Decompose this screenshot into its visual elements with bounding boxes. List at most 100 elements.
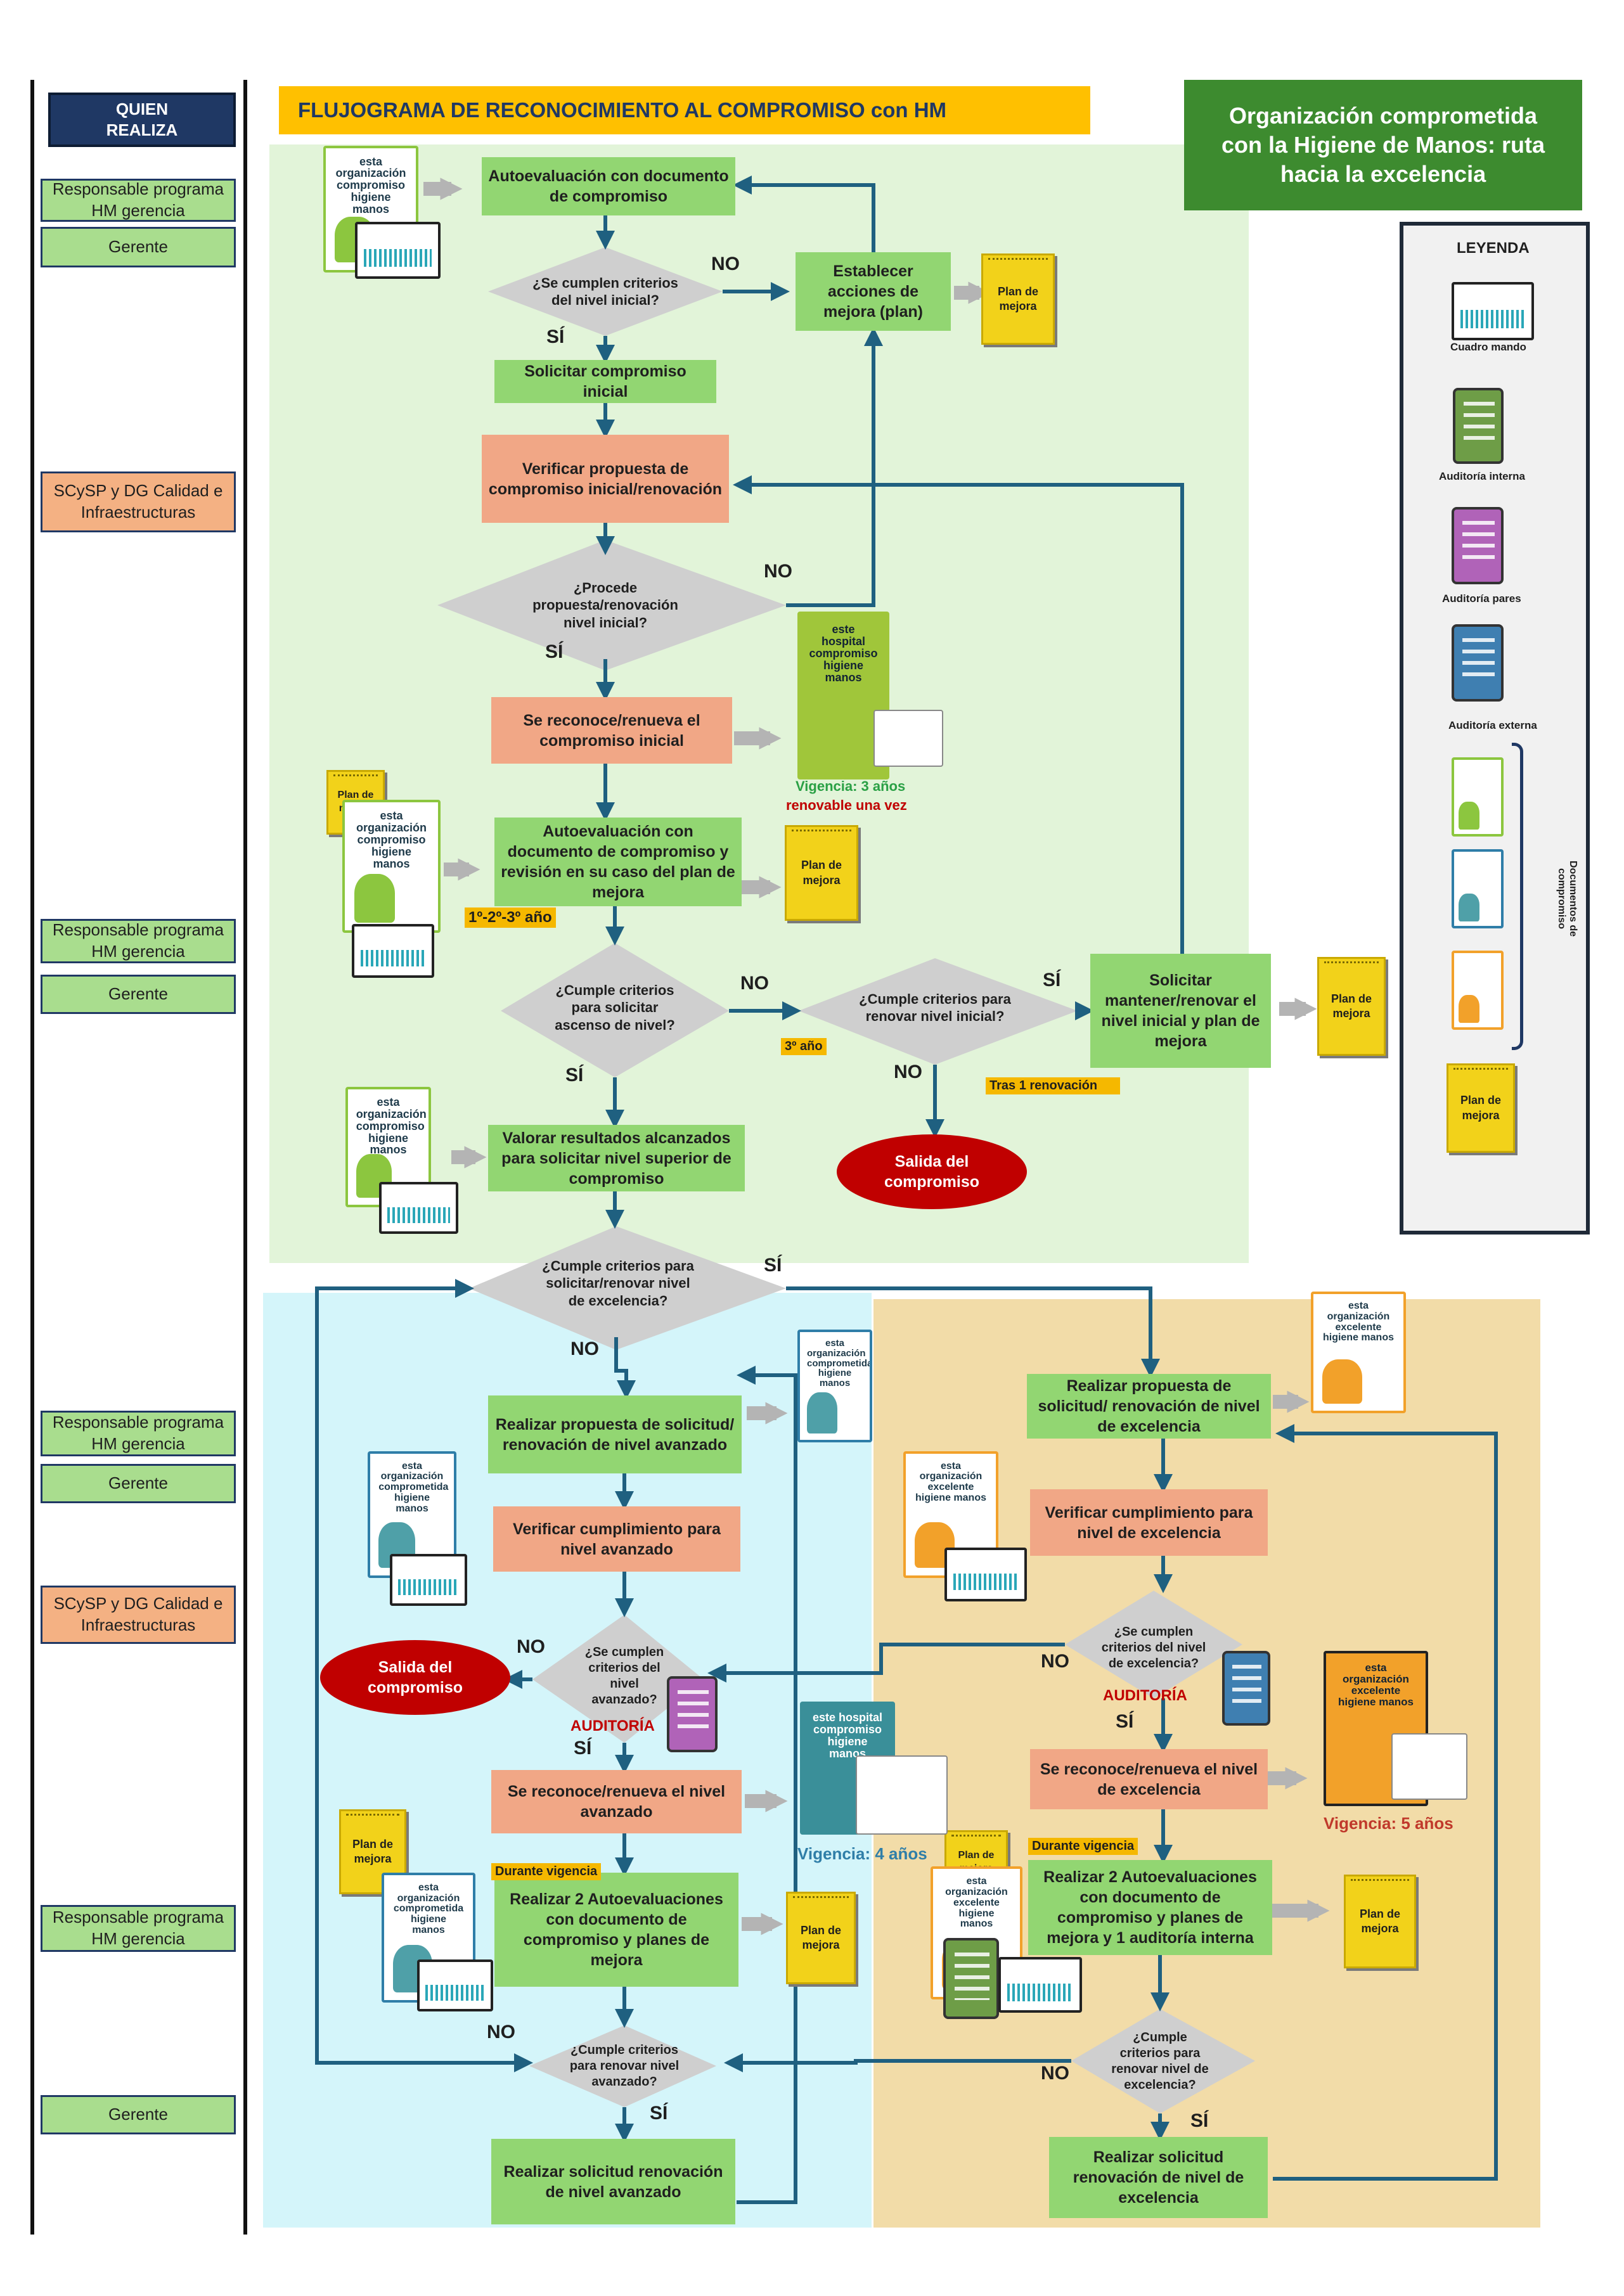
no-label: NO xyxy=(1041,2063,1069,2084)
step-advanced-self-assessments[interactable]: Realizar 2 Autoevaluaciones con document… xyxy=(494,1873,738,1987)
external-audit-icon xyxy=(1452,624,1504,702)
external-audit-icon xyxy=(1222,1651,1270,1726)
step-request-initial[interactable]: Solicitar compromiso inicial xyxy=(494,360,716,403)
improvement-plan-note: Plan de mejora xyxy=(339,1809,406,1894)
legend-external-audit: Auditoría externa xyxy=(1448,719,1537,731)
dashboard-icon xyxy=(998,1957,1082,2013)
role-responsible: Responsable programa HM gerencia xyxy=(41,1905,236,1952)
peer-audit-icon xyxy=(667,1676,718,1752)
commitment-document-icon: esta organización compromiso higiene man… xyxy=(342,800,441,933)
hand-icon xyxy=(1459,801,1479,830)
commitment-document-icon: esta organización excelente higiene mano… xyxy=(1324,1651,1428,1806)
dashboard-icon xyxy=(352,924,434,978)
exit-commitment[interactable]: Salida del compromiso xyxy=(837,1134,1027,1209)
step-excellence-proposal[interactable]: Realizar propuesta de solicitud/ renovac… xyxy=(1027,1374,1271,1439)
step-excellence-renewal[interactable]: Realizar solicitud renovación de nivel d… xyxy=(1049,2137,1268,2218)
role-responsible: Responsable programa HM gerencia xyxy=(41,1411,236,1456)
legend-dashboard: Cuadro mando xyxy=(1450,341,1526,353)
document-text: esta organización comprometida higiene m… xyxy=(807,1338,872,1389)
commitment-document-icon xyxy=(1452,757,1504,837)
validity-excellence: Vigencia: 5 años xyxy=(1324,1814,1453,1833)
dashboard-icon xyxy=(944,1548,1027,1601)
validity-advanced: Vigencia: 4 años xyxy=(797,1844,927,1863)
no-label: NO xyxy=(740,973,769,994)
step-renew-initial[interactable]: Solicitar mantener/renovar el nivel inic… xyxy=(1090,954,1271,1068)
step-recognize-initial[interactable]: Se reconoce/renueva el compromiso inicia… xyxy=(491,697,732,764)
hand-icon xyxy=(807,1392,838,1433)
validity-initial: Vigencia: 3 años xyxy=(796,778,906,794)
yes-label: SÍ xyxy=(565,1065,584,1086)
internal-audit-icon xyxy=(1453,388,1504,464)
step-advanced-renewal[interactable]: Realizar solicitud renovación de nivel a… xyxy=(491,2139,735,2224)
step-excellence-self-assessments[interactable]: Realizar 2 Autoevaluaciones con document… xyxy=(1028,1860,1272,1955)
no-label: NO xyxy=(1041,1651,1069,1672)
decision-initial-criteria[interactable]: ¿Se cumplen criterios del nivel inicial? xyxy=(532,274,678,309)
during-validity-tag: Durante vigencia xyxy=(491,1863,602,1880)
improvement-plan-note: Plan de mejora xyxy=(786,1892,856,1984)
initial-level-region xyxy=(269,144,1249,1263)
decision-initial-proposal[interactable]: ¿Procede propuesta/renovación nivel inic… xyxy=(532,579,678,631)
yes-label: SÍ xyxy=(546,326,565,347)
dashboard-icon xyxy=(417,1959,493,2011)
decision-diamond xyxy=(1071,2009,1255,2113)
yes-label: SÍ xyxy=(764,1255,782,1276)
dashboard-icon xyxy=(355,222,441,279)
hand-icon xyxy=(354,874,396,923)
grey-arrows xyxy=(423,177,1330,1935)
hand-icon xyxy=(1459,893,1479,921)
role-quality: SCySP y DG Calidad e Infraestructuras xyxy=(41,1586,236,1644)
step-advanced-proposal[interactable]: Realizar propuesta de solicitud/ renovac… xyxy=(488,1395,742,1473)
legend-commitment-docs: Documentos de compromiso xyxy=(1556,860,1578,937)
dashboard-icon xyxy=(390,1554,467,1606)
yes-label: SÍ xyxy=(545,641,564,662)
step-improvement-actions[interactable]: Establecer acciones de mejora (plan) xyxy=(796,252,951,331)
role-manager: Gerente xyxy=(41,975,236,1014)
decision-diamond xyxy=(529,2025,716,2107)
decision-diamond xyxy=(437,540,786,670)
legend-peer-audit: Auditoría pares xyxy=(1442,593,1521,605)
certificate-icon xyxy=(856,1755,948,1835)
left-bar-right xyxy=(243,80,247,2235)
role-manager: Gerente xyxy=(41,1464,236,1503)
document-text: esta organización excelente higiene mano… xyxy=(945,1876,1008,1930)
yes-label: SÍ xyxy=(1190,2110,1209,2131)
dashboard-icon xyxy=(1452,282,1534,340)
improvement-plan-note: Plan de mejora xyxy=(785,825,858,921)
internal-audit-icon xyxy=(943,1938,999,2019)
step-self-assessment[interactable]: Autoevaluación con documento de compromi… xyxy=(482,157,735,215)
step-recognize-excellence[interactable]: Se reconoce/renueva el nivel de excelenc… xyxy=(1030,1749,1268,1809)
step-verify-excellence[interactable]: Verificar cumplimiento para nivel de exc… xyxy=(1030,1489,1268,1556)
improvement-plan-note: Plan de mejora xyxy=(981,253,1055,345)
document-text: esta organización comprometida higiene m… xyxy=(393,1882,464,1935)
document-text: esta organización excelente higiene mano… xyxy=(1322,1300,1394,1344)
decision-promotion[interactable]: ¿Cumple criterios para solicitar ascenso… xyxy=(555,982,675,1033)
page-title: FLUJOGRAMA DE RECONOCIMIENTO AL COMPROMI… xyxy=(279,86,1090,134)
legend-title: LEYENDA xyxy=(1457,240,1530,257)
dashboard-icon xyxy=(379,1182,458,1234)
decision-excellence-criteria[interactable]: ¿Se cumplen criterios del nivel de excel… xyxy=(1101,1624,1206,1671)
step-verify-advanced[interactable]: Verificar cumplimiento para nivel avanza… xyxy=(493,1506,740,1572)
step-recognize-advanced[interactable]: Se reconoce/renueva el nivel avanzado xyxy=(491,1770,742,1833)
commitment-document-icon: este hospital compromiso higiene manos xyxy=(797,612,889,779)
decision-renew-initial[interactable]: ¿Cumple criterios para renovar nivel ini… xyxy=(859,991,1011,1025)
decision-advanced-criteria[interactable]: ¿Se cumplen criterios del nivel avanzado… xyxy=(584,1645,664,1707)
step-evaluate-results[interactable]: Valorar resultados alcanzados para solic… xyxy=(488,1125,745,1191)
decision-renew-excellence[interactable]: ¿Cumple criterios para renovar nivel de … xyxy=(1111,2030,1209,2092)
certificate-icon xyxy=(873,710,943,767)
step-self-assessment-review[interactable]: Autoevaluación con documento de compromi… xyxy=(494,818,742,906)
flow-arrows xyxy=(315,176,1498,2204)
step-verify-initial[interactable]: Verificar propuesta de compromiso inicia… xyxy=(482,435,729,523)
after-renewal-tag: Tras 1 renovación xyxy=(986,1077,1120,1094)
commitment-document-icon: esta organización comprometida higiene m… xyxy=(797,1330,872,1442)
role-manager: Gerente xyxy=(41,2095,236,2134)
decision-renew-advanced[interactable]: ¿Cumple criterios para renovar nivel ava… xyxy=(569,2043,680,2089)
commitment-document-icon xyxy=(1452,951,1504,1030)
decision-excellence[interactable]: ¿Cumple criterios para solicitar/renovar… xyxy=(542,1257,694,1309)
commitment-document-icon: esta organización excelente higiene mano… xyxy=(1311,1292,1406,1413)
role-manager: Gerente xyxy=(41,227,236,267)
audit-label: AUDITORÍA xyxy=(1103,1687,1187,1704)
decision-diamond xyxy=(488,247,723,336)
exit-commitment[interactable]: Salida del compromiso xyxy=(320,1640,510,1715)
improvement-plan-note: Plan de mejora xyxy=(1317,957,1386,1056)
